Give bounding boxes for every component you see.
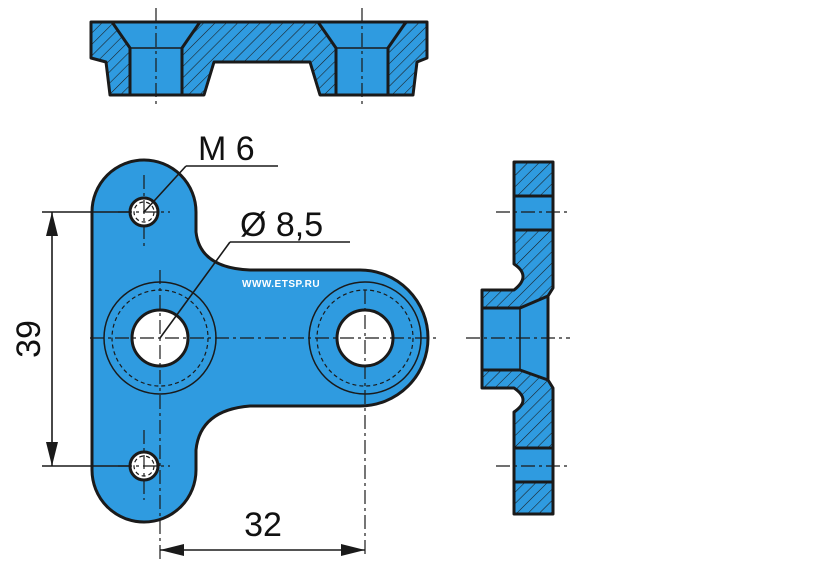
spacing-arrow-right: [341, 544, 365, 556]
height-arrow-bottom: [46, 442, 58, 466]
height-label: 39: [10, 320, 48, 358]
annotations: M 6 Ø 8,5 39 32: [10, 130, 365, 556]
watermark: WWW.ETSP.RU: [242, 279, 320, 290]
spacing-arrow-left: [160, 544, 184, 556]
thread-leader: [143, 165, 187, 213]
side-upper-bore: [512, 194, 555, 232]
height-arrow-top: [46, 212, 58, 236]
diameter-label: Ø 8,5: [240, 206, 323, 244]
top-section-view: [89, 8, 429, 108]
bracket-outline: [90, 158, 430, 524]
thread-label: M 6: [198, 130, 255, 168]
side-lower-bore: [512, 446, 555, 484]
spacing-label: 32: [244, 506, 282, 544]
front-plan-view: WWW.ETSP.RU: [90, 158, 440, 560]
side-section-view: [466, 160, 570, 516]
diameter-leader: [159, 241, 231, 339]
